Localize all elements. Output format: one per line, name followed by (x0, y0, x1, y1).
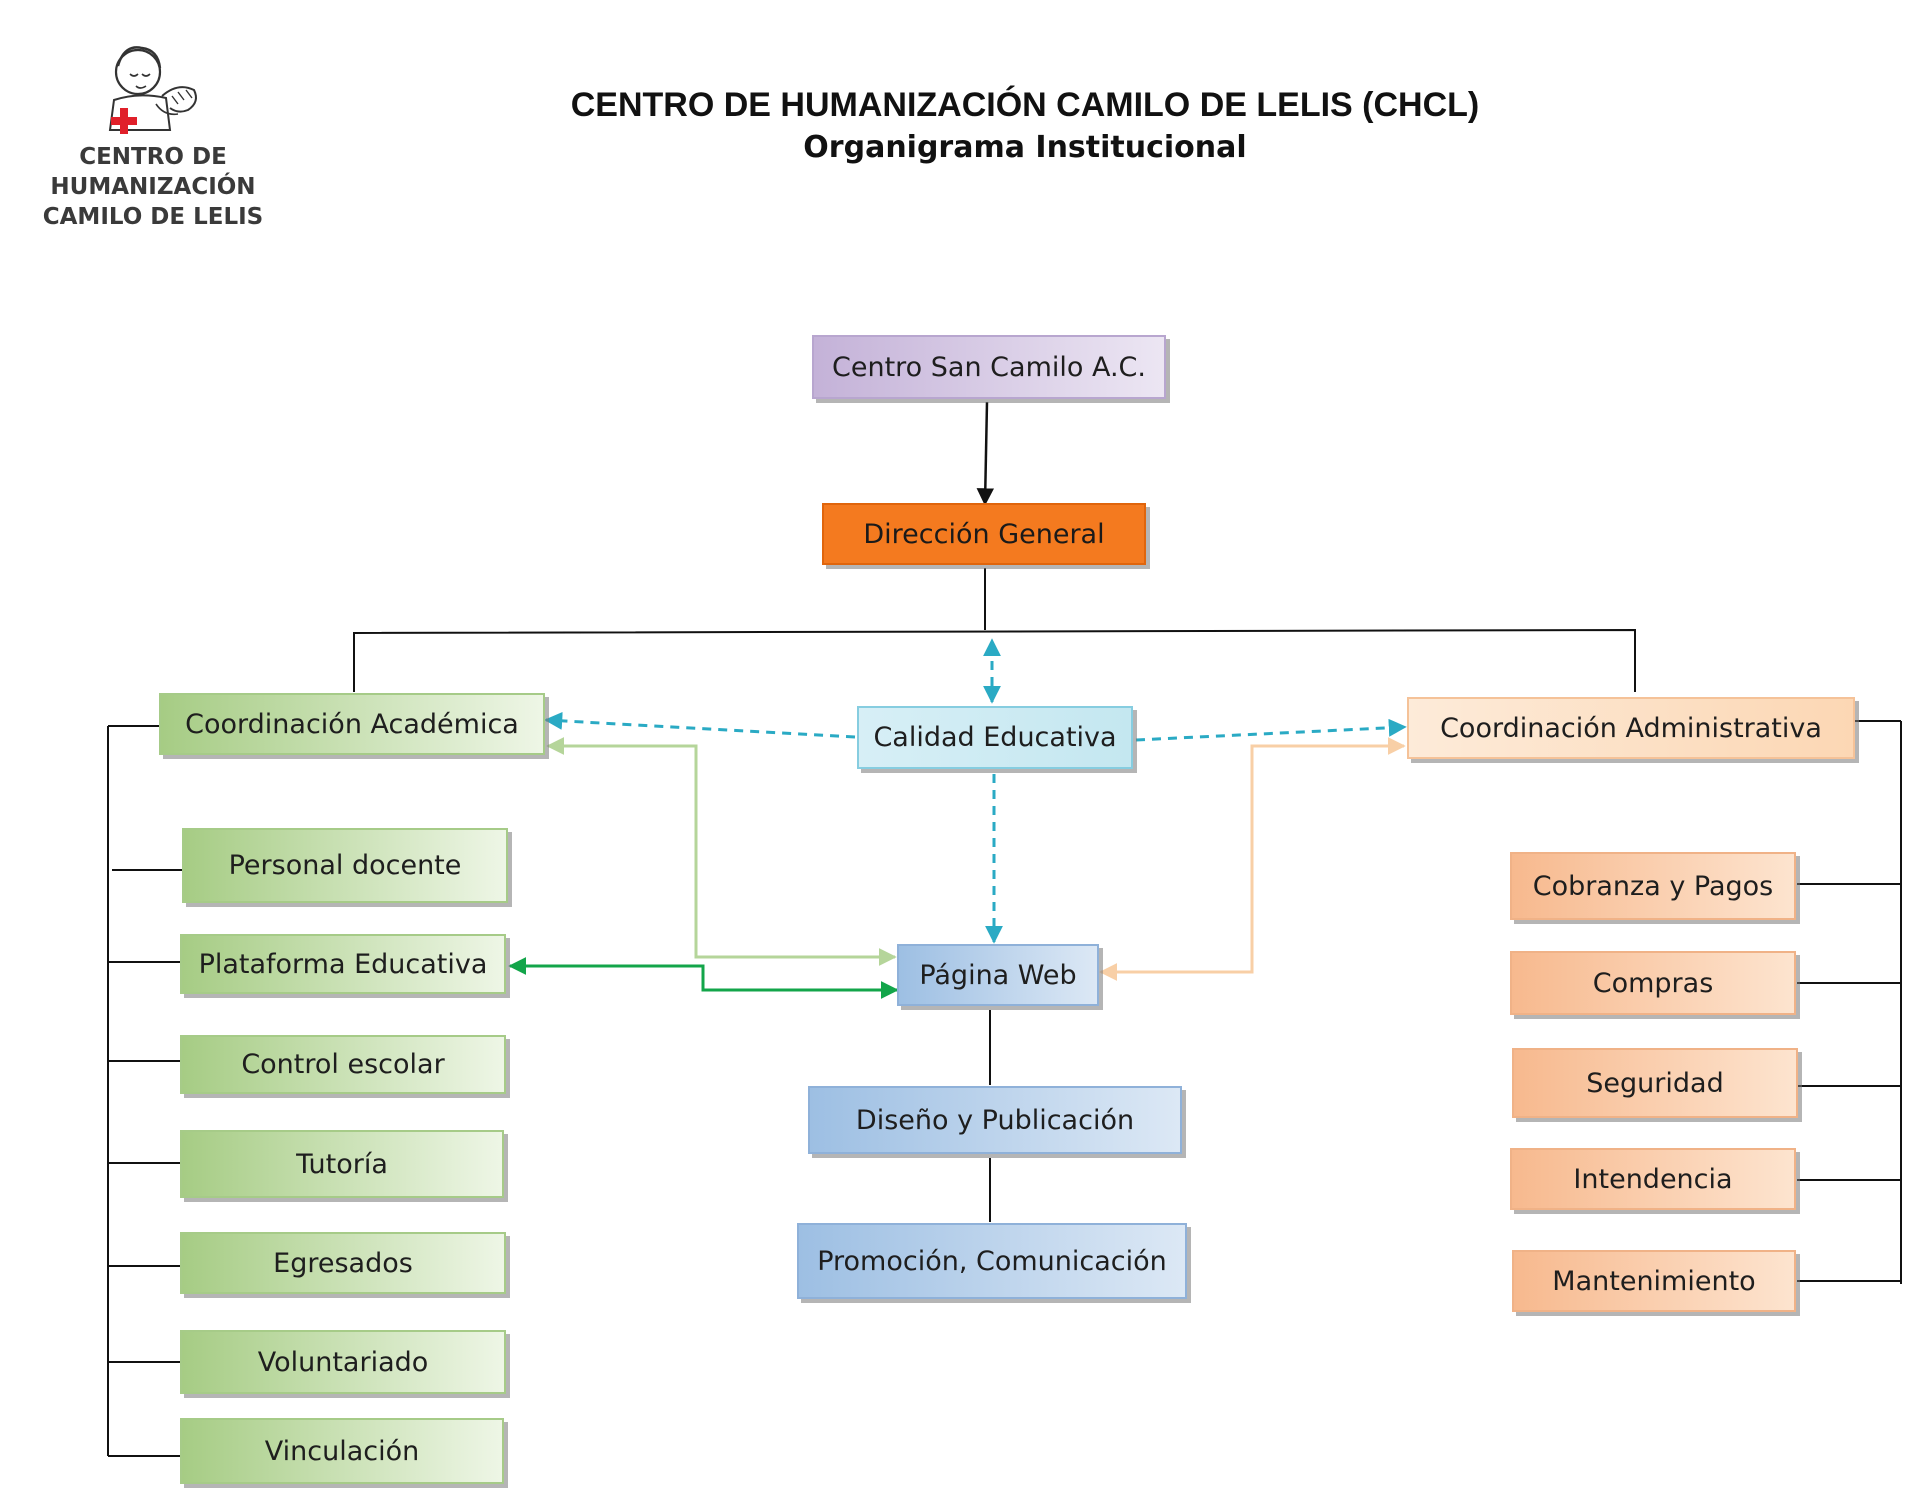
institution-logo: CENTRO DE HUMANIZACIÓN CAMILO DE LELIS (38, 30, 268, 240)
node-seguridad: Seguridad (1512, 1048, 1798, 1118)
node-plataforma-educativa: Plataforma Educativa (180, 934, 506, 994)
node-coordinacion-academica: Coordinación Académica (159, 693, 545, 755)
edge-plataforma-web (508, 957, 899, 999)
node-diseno-publicacion: Diseño y Publicación (808, 1086, 1182, 1154)
logo-line: CENTRO DE (79, 144, 227, 170)
node-personal-docente: Personal docente (182, 828, 508, 903)
node-intendencia: Intendencia (1510, 1148, 1796, 1210)
node-promocion-comunicacion: Promoción, Comunicación (797, 1223, 1187, 1299)
node-centro-san-camilo: Centro San Camilo A.C. (812, 335, 1166, 399)
edge-academica-web (546, 737, 897, 966)
node-coordinacion-administrativa: Coordinación Administrativa (1407, 697, 1855, 759)
logo-wordmark: CENTRO DE HUMANIZACIÓN CAMILO DE LELIS (38, 142, 268, 232)
node-egresados: Egresados (180, 1232, 506, 1294)
node-compras: Compras (1510, 951, 1796, 1015)
logo-line: HUMANIZACIÓN (50, 174, 256, 200)
edge-root-direccion (976, 401, 995, 506)
edge-calidad-administrativa (1135, 718, 1407, 742)
logo-line: CAMILO DE LELIS (42, 204, 264, 230)
node-cobranza-pagos: Cobranza y Pagos (1510, 852, 1796, 920)
edge-coordination-bus (353, 628, 1636, 692)
node-calidad-educativa: Calidad Educativa (857, 706, 1133, 769)
page-title: CENTRO DE HUMANIZACIÓN CAMILO DE LELIS (… (570, 86, 1480, 124)
node-pagina-web: Página Web (897, 944, 1099, 1006)
node-tutoria: Tutoría (180, 1130, 504, 1198)
edge-administrativa-web (1099, 737, 1406, 981)
node-direccion-general: Dirección General (822, 503, 1146, 565)
page-subtitle: Organigrama Institucional (803, 130, 1247, 165)
edge-calidad-academica (544, 711, 856, 739)
node-mantenimiento: Mantenimiento (1512, 1250, 1796, 1312)
node-vinculacion: Vinculación (180, 1418, 504, 1484)
node-control-escolar: Control escolar (180, 1035, 506, 1094)
node-voluntariado: Voluntariado (180, 1330, 506, 1394)
saint-camilo-icon (108, 46, 197, 134)
